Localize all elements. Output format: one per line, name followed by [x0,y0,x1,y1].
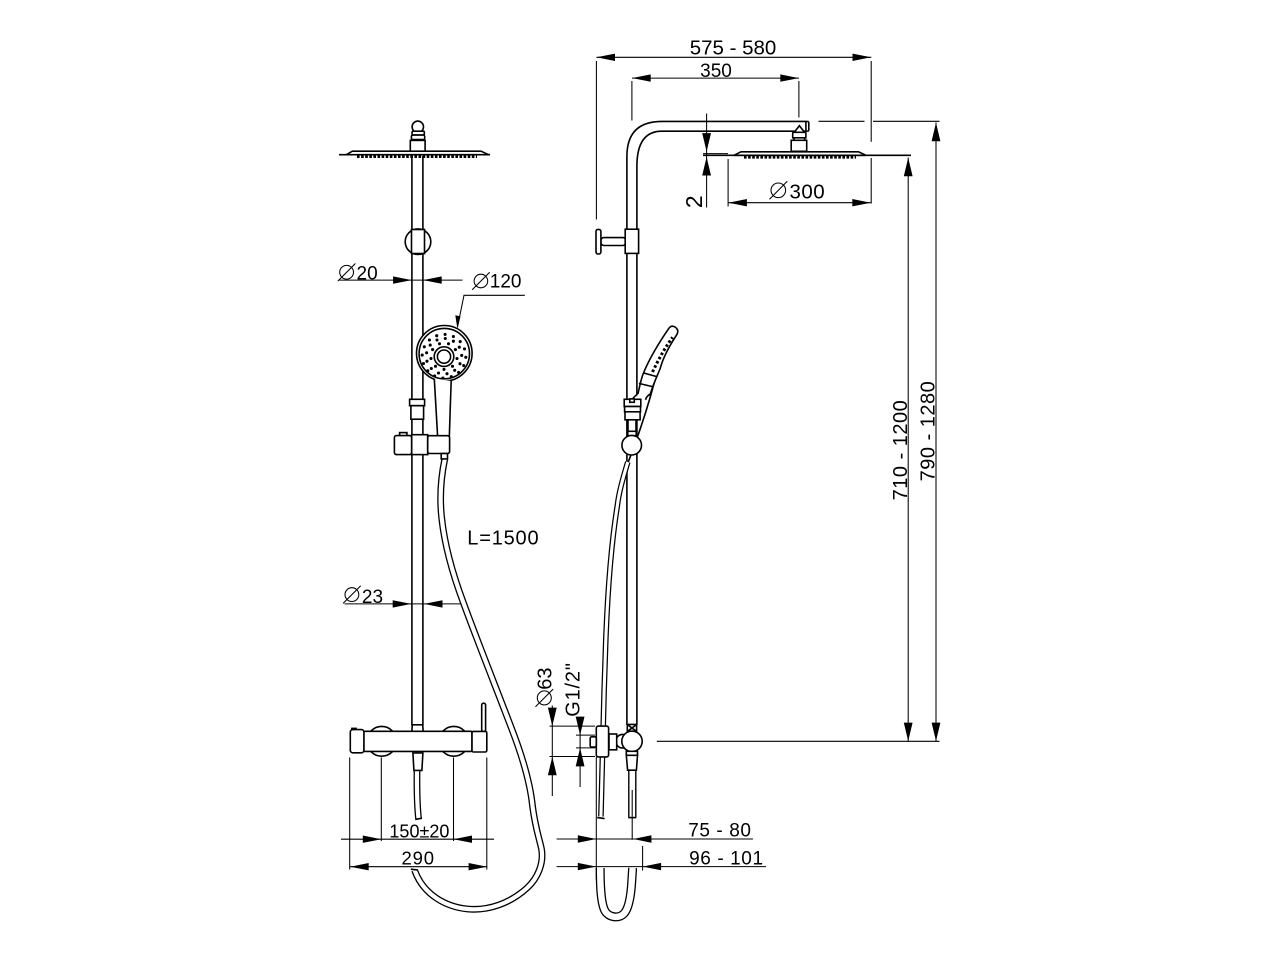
svg-text:20: 20 [357,263,378,284]
svg-text:710 - 1200: 710 - 1200 [890,400,912,501]
svg-text:790 - 1280: 790 - 1280 [917,381,939,482]
svg-text:23: 23 [362,587,383,608]
svg-text:120: 120 [490,271,522,292]
svg-text:350: 350 [700,61,732,82]
svg-text:300: 300 [790,180,826,203]
svg-text:63: 63 [534,667,556,689]
svg-text:290: 290 [402,847,435,868]
svg-text:L=1500: L=1500 [467,528,539,550]
svg-text:150±20: 150±20 [389,821,449,841]
svg-text:G1/2": G1/2" [563,662,585,716]
svg-text:575 - 580: 575 - 580 [690,37,777,60]
svg-text:2: 2 [681,195,707,208]
svg-text:96 - 101: 96 - 101 [689,849,764,870]
svg-text:75 - 80: 75 - 80 [688,821,751,842]
